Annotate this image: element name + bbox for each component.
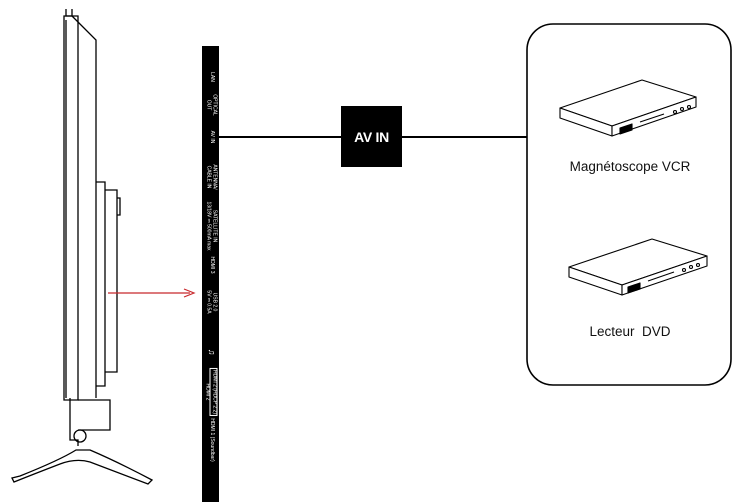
av-in-label: AV IN (354, 128, 389, 145)
connector-panel (202, 46, 219, 502)
port-label-hdmi-2: HDMI 2 (HDCP 2.2)HDMI 2 (205, 367, 218, 417)
dvd-label: Lecteur DVD (589, 324, 671, 339)
vcr-label: Magnétoscope VCR (569, 159, 691, 174)
port-label-hdmi-3: HDMI 3 (208, 256, 215, 274)
port-label-av-in: AV IN (208, 130, 215, 144)
vcr-player-icon (559, 79, 697, 137)
tv-side-view-icon (11, 9, 154, 485)
dvd-player-icon (568, 238, 708, 296)
port-label-lan: LAN (208, 72, 215, 82)
port-label-hdmi-1: HDMI 1 (Soundbar) (208, 418, 215, 462)
headphone-jack-icon: ♫ (206, 348, 217, 356)
av-in-connector-box (341, 106, 402, 167)
port-label-antenna-cable-in: ANTENNA/CABLE IN (206, 164, 218, 190)
pointer-arrow (108, 288, 196, 298)
